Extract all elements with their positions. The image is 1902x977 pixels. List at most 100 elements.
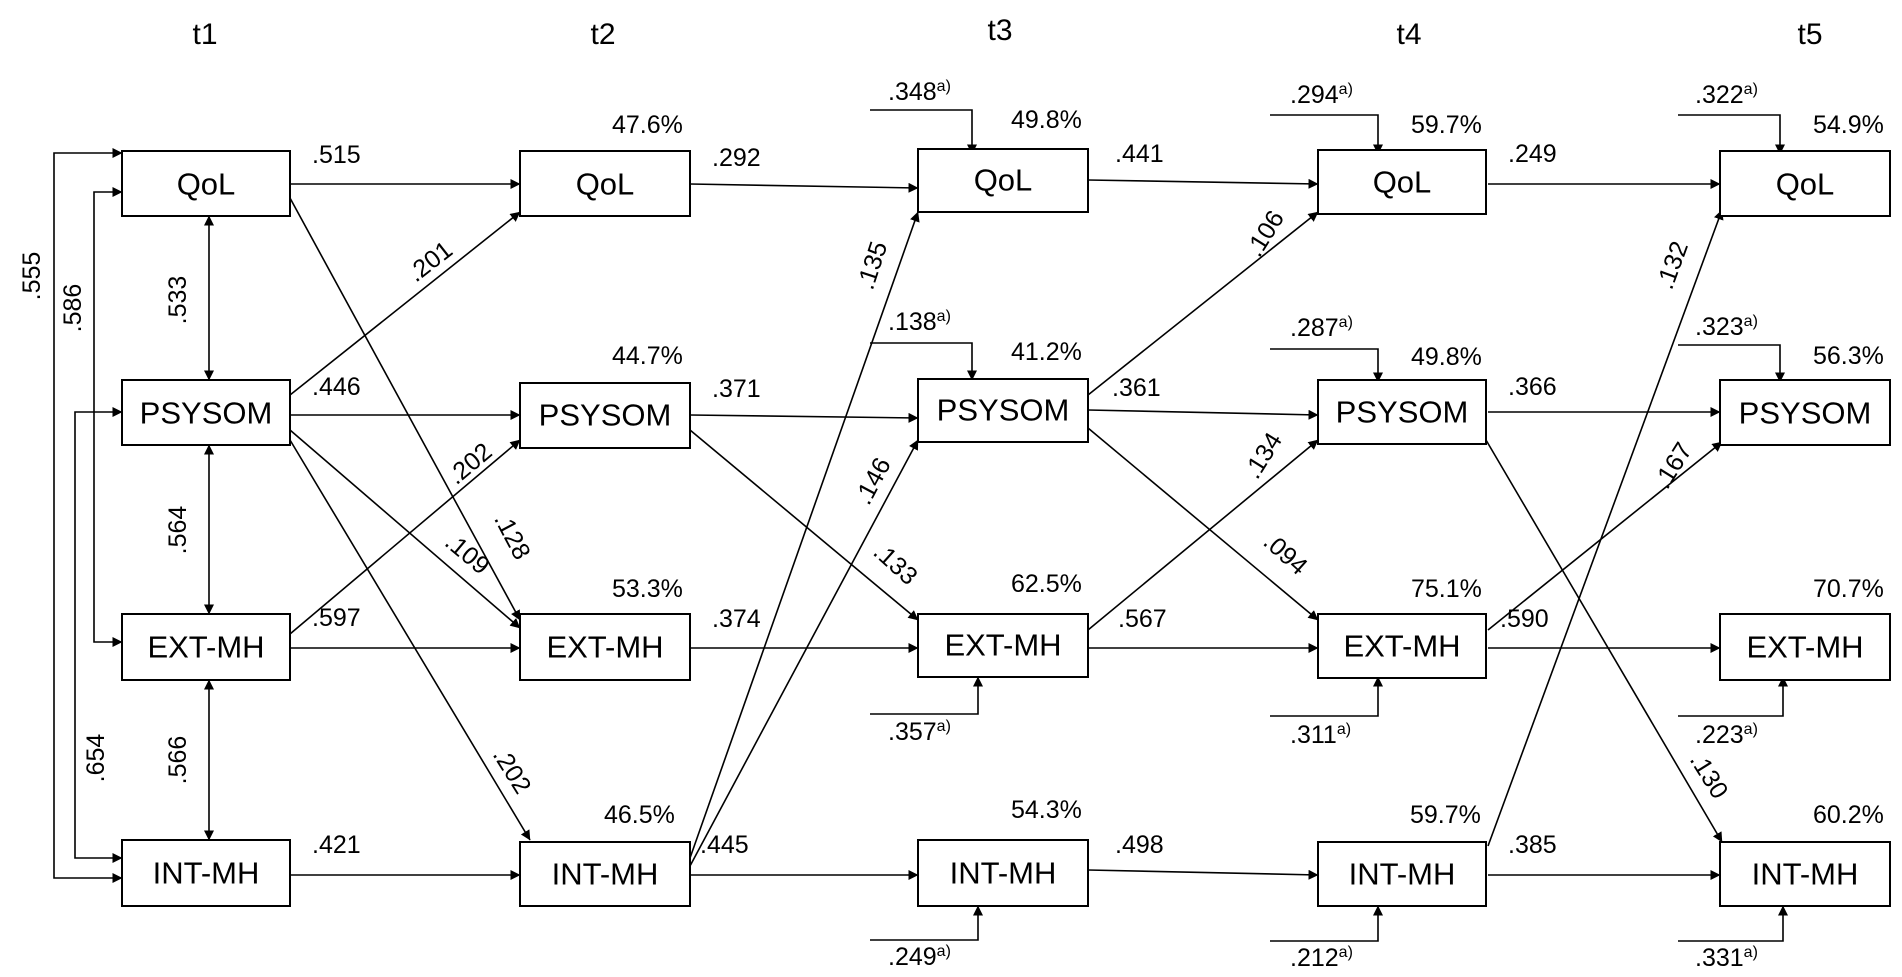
resid-value: .331 (1695, 944, 1744, 972)
resid-superscript: a) (937, 78, 951, 95)
r2-int-t2: 46.5% (604, 801, 675, 829)
node-ext-t4: EXT-MH (1317, 613, 1487, 679)
ar-psysom-t4t5: .366 (1508, 373, 1557, 401)
resid-value: .249 (888, 943, 937, 971)
cl-psysom3-qol4: .106 (1240, 206, 1290, 262)
ar-psysom-t3t4: .361 (1112, 374, 1161, 402)
node-label: PSYSOM (1336, 395, 1469, 430)
ar-int-t3t4: .498 (1115, 831, 1164, 859)
ar-psysom-t2t3: .371 (712, 375, 761, 403)
r2-int-t3: 54.3% (1011, 796, 1082, 824)
path-psysom4-int5 (1485, 439, 1723, 843)
resid-superscript: a) (937, 943, 951, 960)
ar-qol-t3t4: .441 (1115, 140, 1164, 168)
path-ext3-psysom4 (1087, 439, 1319, 631)
resid-superscript: a) (1744, 944, 1758, 961)
resid-superscript: a) (1744, 721, 1758, 738)
r2-qol-t2: 47.6% (612, 111, 683, 139)
node-int-t2: INT-MH (519, 841, 691, 907)
node-label: PSYSOM (1739, 396, 1872, 431)
resid-value: .311 (1290, 721, 1337, 749)
path-int2-psysom3 (689, 439, 919, 867)
node-psysom-t3: PSYSOM (917, 378, 1089, 443)
resid-psysom-t3: .138a) (888, 308, 951, 336)
resid-ext-t3: .357a) (888, 718, 951, 746)
ar-ext-t4t5: .590 (1500, 605, 1549, 633)
node-label: EXT-MH (546, 630, 663, 665)
resid-value: .287 (1290, 314, 1339, 342)
node-psysom-t4: PSYSOM (1317, 379, 1487, 445)
r2-ext-t2: 53.3% (612, 575, 683, 603)
node-psysom-t1: PSYSOM (121, 379, 291, 446)
r2-ext-t4: 75.1% (1411, 575, 1482, 603)
resid-value: .323 (1695, 313, 1744, 341)
r2-ext-t5: 70.7% (1813, 575, 1884, 603)
time-label-t3: t3 (987, 14, 1012, 47)
path-psysom3-ext4 (1087, 427, 1319, 621)
cl-int4-qol5: .132 (1651, 238, 1694, 293)
node-ext-t1: EXT-MH (121, 613, 291, 681)
ar-psysom-t1t2: .446 (312, 373, 361, 401)
node-label: QoL (1776, 167, 1835, 202)
node-qol-t5: QoL (1719, 150, 1891, 217)
path-psysom1-qol2 (289, 211, 521, 396)
resid-int5-line (1678, 905, 1788, 942)
resid-ext-t5: .223a) (1695, 721, 1758, 749)
resid-qol3-line (870, 109, 977, 155)
path-int2-qol3 (689, 211, 920, 859)
resid-psysom4-line (1270, 348, 1383, 383)
r2-psysom-t3: 41.2% (1011, 338, 1082, 366)
node-label: INT-MH (1349, 857, 1456, 892)
path-int3-int4 (1087, 869, 1319, 880)
resid-psysom5-line (1678, 344, 1785, 383)
node-qol-t1: QoL (121, 150, 291, 217)
cl-int2-psysom3: .146 (849, 453, 897, 509)
path-psysom3-psysom4 (1087, 409, 1319, 420)
node-ext-t5: EXT-MH (1719, 613, 1891, 681)
node-int-t5: INT-MH (1719, 841, 1891, 907)
resid-int3-line (870, 905, 983, 941)
resid-ext5-line (1678, 676, 1788, 717)
corr-psysom1-int1-line (74, 407, 123, 863)
r2-qol-t3: 49.8% (1011, 106, 1082, 134)
corr-psysom1-int1: .654 (82, 734, 110, 783)
time-label-t2: t2 (590, 18, 615, 51)
resid-qol-t3: .348a) (888, 78, 951, 106)
cl-psysom3-ext4: .094 (1258, 527, 1313, 580)
r2-int-t5: 60.2% (1813, 801, 1884, 829)
time-label-t4: t4 (1396, 18, 1421, 51)
ar-ext-t1t2: .597 (312, 604, 361, 632)
cl-int2-qol3: .135 (852, 238, 894, 293)
resid-ext-t4: .311a) (1290, 721, 1351, 749)
corr-psysom1-ext1: .564 (164, 506, 192, 555)
cl-psysom1-qol2: .201 (402, 236, 458, 288)
path-int4-qol5 (1487, 209, 1724, 847)
resid-value: .294 (1290, 81, 1339, 109)
resid-superscript: a) (1337, 721, 1351, 738)
resid-int-t4: .212a) (1290, 944, 1353, 972)
r2-psysom-t4: 49.8% (1411, 343, 1482, 371)
resid-superscript: a) (1339, 81, 1353, 98)
resid-qol-t4: .294a) (1290, 81, 1353, 109)
cl-psysom4-int5: .130 (1684, 748, 1734, 804)
path-qol2-qol3 (689, 182, 919, 193)
node-qol-t3: QoL (917, 148, 1089, 213)
cl-psysom1-int2: .202 (487, 743, 537, 799)
node-ext-t2: EXT-MH (519, 613, 691, 681)
node-label: PSYSOM (539, 398, 672, 433)
ar-int-t2t3: .445 (700, 831, 749, 859)
resid-int-t5: .331a) (1695, 944, 1758, 972)
resid-superscript: a) (1744, 313, 1758, 330)
resid-psysom3-line (870, 342, 977, 381)
node-qol-t2: QoL (519, 150, 691, 217)
node-ext-t3: EXT-MH (917, 613, 1089, 678)
cl-qol1-ext2: .128 (488, 508, 536, 564)
r2-psysom-t2: 44.7% (612, 342, 683, 370)
r2-int-t4: 59.7% (1410, 801, 1481, 829)
corr-qol1-ext1-line (93, 187, 123, 647)
resid-value: .348 (888, 78, 937, 106)
node-label: INT-MH (1752, 857, 1859, 892)
resid-qol4-line (1270, 114, 1383, 155)
resid-value: .223 (1695, 721, 1744, 749)
